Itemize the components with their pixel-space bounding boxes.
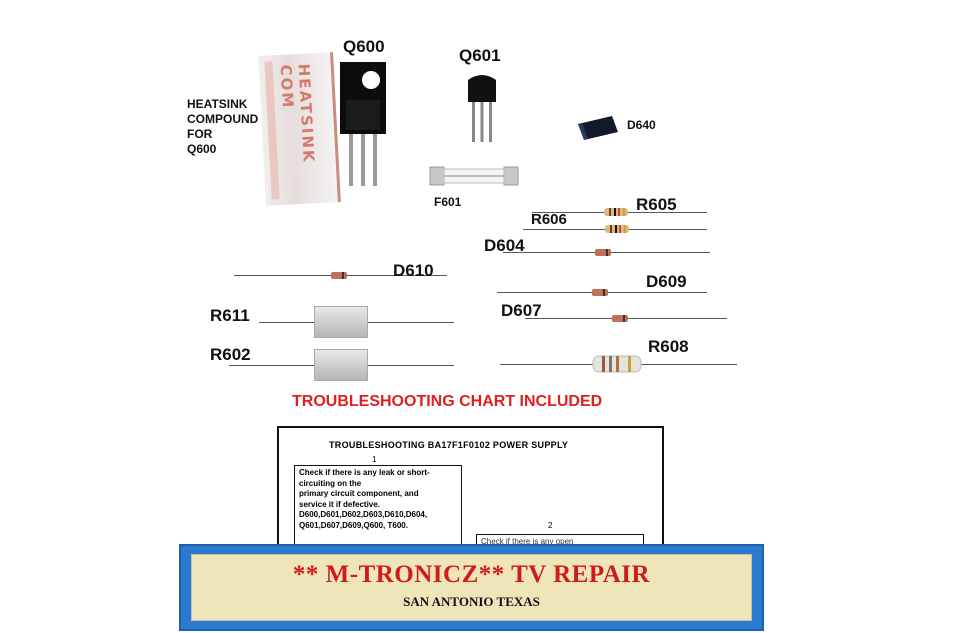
d609-label: D609 xyxy=(646,272,687,291)
step2-number: 2 xyxy=(548,521,553,530)
r608-label: R608 xyxy=(648,337,689,356)
f601-label: F601 xyxy=(434,195,462,209)
heatsink-label-line: FOR xyxy=(187,127,213,141)
r602-label: R602 xyxy=(210,345,251,364)
d607-label: D607 xyxy=(501,301,542,320)
packet-print: HEATSINK COM xyxy=(276,63,318,165)
q600-transistor-image xyxy=(340,62,386,186)
r606-resistor-image xyxy=(605,225,629,233)
d604-diode-image xyxy=(595,249,611,256)
r606-label: R606 xyxy=(531,211,567,228)
shop-banner: ** M-TRONICZ** TV REPAIR SAN ANTONIO TEX… xyxy=(179,544,764,631)
r608-resistor-image xyxy=(592,355,642,373)
chart-title: TROUBLESHOOTING BA17F1F0102 POWER SUPPLY xyxy=(329,440,569,450)
troubleshooting-heading: TROUBLESHOOTING CHART INCLUDED xyxy=(292,393,603,410)
r602-resistor-image xyxy=(314,349,368,381)
heatsink-label-line: COMPOUND xyxy=(187,112,259,126)
heatsink-label-line: HEATSINK xyxy=(187,97,248,111)
heatsink-compound-packet: HEATSINK COM xyxy=(258,52,341,206)
r605-label: R605 xyxy=(636,195,677,214)
q601-label: Q601 xyxy=(459,46,501,65)
heatsink-label: HEATSINK COMPOUND FOR Q600 xyxy=(187,97,258,157)
r611-resistor-image xyxy=(314,306,368,338)
banner-title: ** M-TRONICZ** TV REPAIR xyxy=(292,561,651,588)
r611-label: R611 xyxy=(210,306,250,325)
r605-resistor-image xyxy=(604,208,628,216)
q600-label: Q600 xyxy=(343,37,385,56)
d640-label: D640 xyxy=(627,118,656,132)
d610-label: D610 xyxy=(393,261,434,280)
q601-transistor-image xyxy=(468,75,496,142)
d640-diode-image xyxy=(578,116,618,140)
f601-fuse-image xyxy=(429,166,519,186)
heatsink-label-line: Q600 xyxy=(187,142,217,156)
d607-diode-image xyxy=(612,315,628,322)
d609-diode-image xyxy=(592,289,608,296)
step1-box: Check if there is any leak or short- cir… xyxy=(294,465,462,551)
step1-number: 1 xyxy=(372,455,377,464)
d610-diode-image xyxy=(331,272,347,279)
d604-label: D604 xyxy=(484,236,525,255)
banner-panel: ** M-TRONICZ** TV REPAIR SAN ANTONIO TEX… xyxy=(191,554,752,621)
banner-subtitle: SAN ANTONIO TEXAS xyxy=(403,594,540,609)
